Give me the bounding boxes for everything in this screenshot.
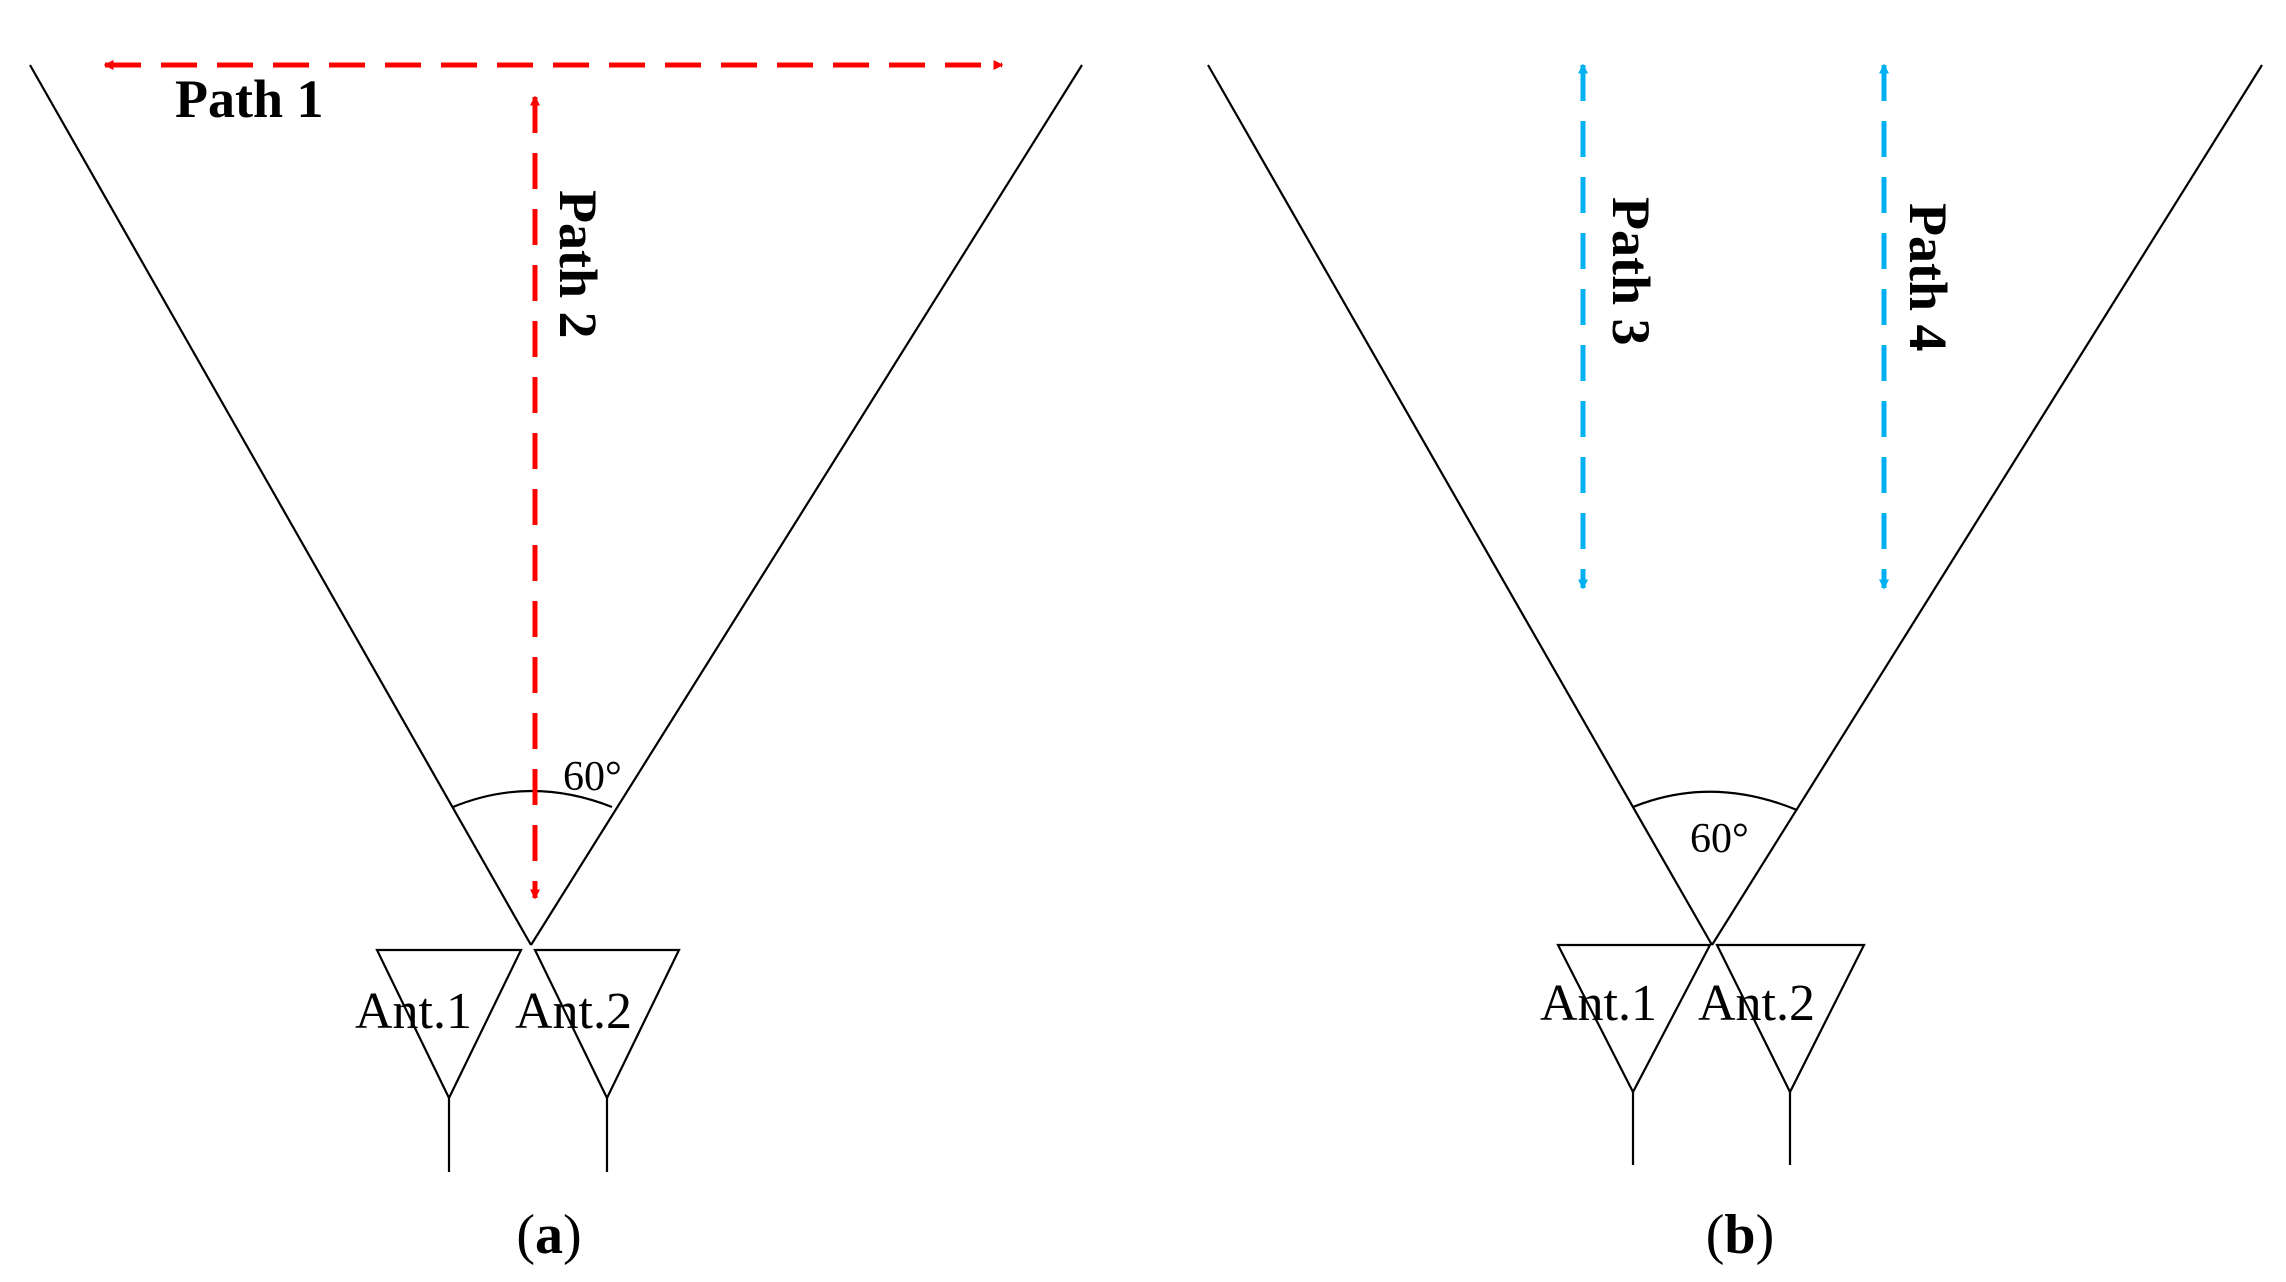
- panel-b-caption-open: (: [1706, 1204, 1725, 1266]
- panel-b-caption: (b): [1706, 1204, 1774, 1266]
- panel-b-antenna-1-horn: [1556, 943, 1712, 1095]
- panel-b: 60° Path 3 Path 4 Ant.1 Ant.2 (b): [1207, 63, 2263, 1266]
- panel-a-path-1-label: Path 1: [175, 69, 324, 129]
- panel-a-cone-right-edge: [530, 64, 1083, 946]
- panel-a-caption: (a): [516, 1204, 581, 1266]
- panel-b-angle-label: 60°: [1690, 816, 1749, 862]
- panel-a-angle-label: 60°: [563, 754, 622, 800]
- panel-a-caption-close: ): [563, 1204, 582, 1266]
- panel-b-antenna-2-horn: [1715, 943, 1866, 1095]
- panel-a-cone-left-edge: [29, 64, 532, 946]
- panel-a-caption-open: (: [516, 1204, 535, 1266]
- panel-b-caption-close: ): [1756, 1204, 1775, 1266]
- panel-b-cone-right-edge: [1711, 64, 2263, 946]
- panel-b-caption-letter: b: [1724, 1204, 1755, 1266]
- panel-b-path-3-label: Path 3: [1601, 197, 1661, 346]
- panel-a-antenna-2-horn: [533, 948, 681, 1101]
- panel-b-cone-left-edge: [1207, 64, 1713, 946]
- panel-b-path-4-label: Path 4: [1898, 203, 1958, 352]
- panel-b-antenna-2-label: Ant.2: [1698, 975, 1815, 1032]
- panel-a-antenna-1-label: Ant.1: [355, 983, 472, 1040]
- panel-b-angle-arc: [1632, 790, 1798, 812]
- panel-a: 60° Path 1 Path 2 Ant.1 Ant.2 (a): [29, 60, 1083, 1266]
- panel-a-antenna-2-label: Ant.2: [515, 983, 632, 1040]
- panel-a-antenna-1-horn: [375, 948, 523, 1101]
- panel-a-caption-letter: a: [535, 1204, 563, 1266]
- panel-a-path-2-label: Path 2: [548, 190, 608, 339]
- panel-b-antenna-1-label: Ant.1: [1540, 975, 1657, 1032]
